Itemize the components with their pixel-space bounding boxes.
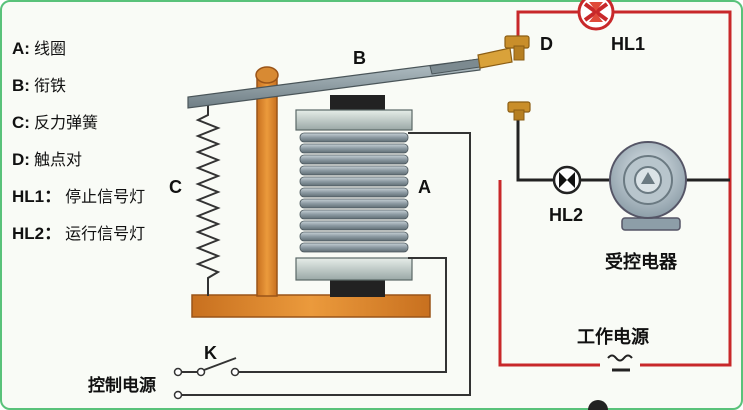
- label-control-power: 控制电源: [88, 375, 156, 396]
- spring-icon: [195, 105, 221, 296]
- legend: A:线圈 B:衔铁 C:反力弹簧 D:触点对 HL1：停止信号灯 HL2：运行信…: [12, 30, 182, 252]
- legend-key: A:: [12, 39, 30, 58]
- legend-value: 反力弹簧: [33, 113, 98, 132]
- switch-icon[interactable]: [196, 357, 240, 377]
- relay-base: [191, 294, 431, 318]
- legend-value: 触点对: [33, 150, 82, 169]
- legend-value: 运行信号灯: [65, 224, 146, 243]
- legend-item-c: C:反力弹簧: [12, 104, 182, 141]
- post-cap: [255, 66, 279, 84]
- wire-right-loop: [614, 10, 732, 367]
- legend-item-a: A:线圈: [12, 30, 182, 67]
- legend-item-d: D:触点对: [12, 141, 182, 178]
- legend-key: B:: [12, 76, 30, 95]
- label-c: C: [169, 177, 182, 197]
- label-hl2: HL2: [549, 205, 583, 225]
- label-hl1: HL1: [611, 34, 645, 54]
- legend-key: HL1：: [12, 187, 62, 206]
- lamp-icon: [577, 0, 615, 31]
- coil-icon: [295, 95, 413, 297]
- motor-icon: [609, 141, 687, 231]
- label-controlled-device: 受控电器: [605, 251, 678, 273]
- legend-key: HL2：: [12, 224, 62, 243]
- lamp-icon: [552, 165, 582, 195]
- legend-key: D:: [12, 150, 30, 169]
- legend-item-hl1: HL1：停止信号灯: [12, 178, 182, 215]
- contact-lower: [507, 101, 531, 121]
- legend-key: C:: [12, 113, 30, 132]
- wire-bottom-loop: [498, 180, 592, 367]
- legend-value: 衔铁: [33, 76, 66, 95]
- control-circuit: [173, 132, 471, 400]
- legend-item-hl2: HL2：运行信号灯: [12, 215, 182, 252]
- partial-component: [588, 400, 608, 410]
- contact-upper: [477, 35, 530, 69]
- battery-icon: [592, 354, 650, 372]
- wire-contact-lower: [516, 118, 555, 182]
- label-d: D: [540, 34, 553, 54]
- relay-post: [256, 77, 278, 297]
- legend-item-b: B:衔铁: [12, 67, 182, 104]
- label-a: A: [418, 177, 431, 197]
- label-working-power: 工作电源: [577, 326, 649, 348]
- legend-value: 线圈: [33, 39, 66, 58]
- working-circuit: [498, 10, 732, 367]
- label-b: B: [353, 48, 366, 68]
- wire-hl1-left: [516, 10, 578, 42]
- label-k: K: [204, 343, 217, 363]
- legend-value: 停止信号灯: [65, 187, 146, 206]
